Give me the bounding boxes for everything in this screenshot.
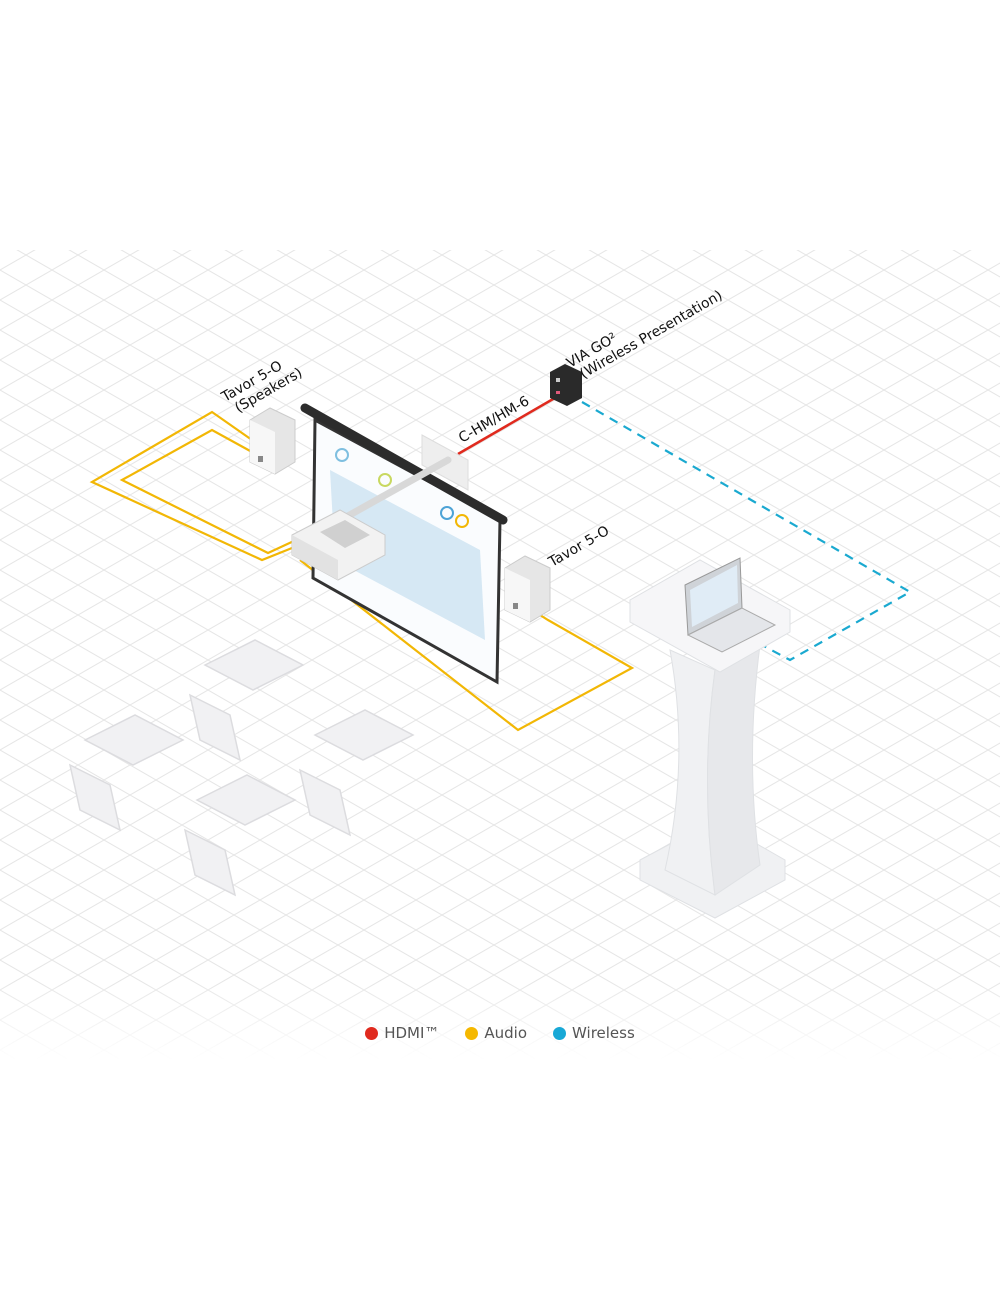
- wireless-dot-icon: [553, 1026, 567, 1040]
- legend-label: Audio: [484, 1024, 528, 1042]
- isometric-floor-grid: [0, 250, 1000, 1060]
- classroom-desks: [68, 639, 415, 897]
- audio-dot-icon: [465, 1026, 479, 1040]
- laptop: [684, 557, 777, 653]
- speaker-left: [249, 407, 296, 475]
- legend-item-audio: Audio: [465, 1024, 527, 1042]
- hdmi-cable: [457, 393, 561, 456]
- via-go-device: [550, 364, 582, 406]
- legend: HDMI™ Audio Wireless: [0, 1024, 1000, 1042]
- legend-label: HDMI™: [384, 1024, 440, 1042]
- legend-label: Wireless: [572, 1024, 635, 1042]
- wireless-link: [581, 401, 913, 662]
- lectern: [629, 559, 791, 919]
- speaker-right: [504, 555, 551, 623]
- projector: [291, 509, 386, 581]
- legend-item-wireless: Wireless: [553, 1024, 635, 1042]
- audio-cables: [89, 410, 635, 732]
- legend-item-hdmi: HDMI™: [365, 1024, 439, 1042]
- projection-screen: [300, 403, 508, 685]
- hdmi-dot-icon: [365, 1026, 379, 1040]
